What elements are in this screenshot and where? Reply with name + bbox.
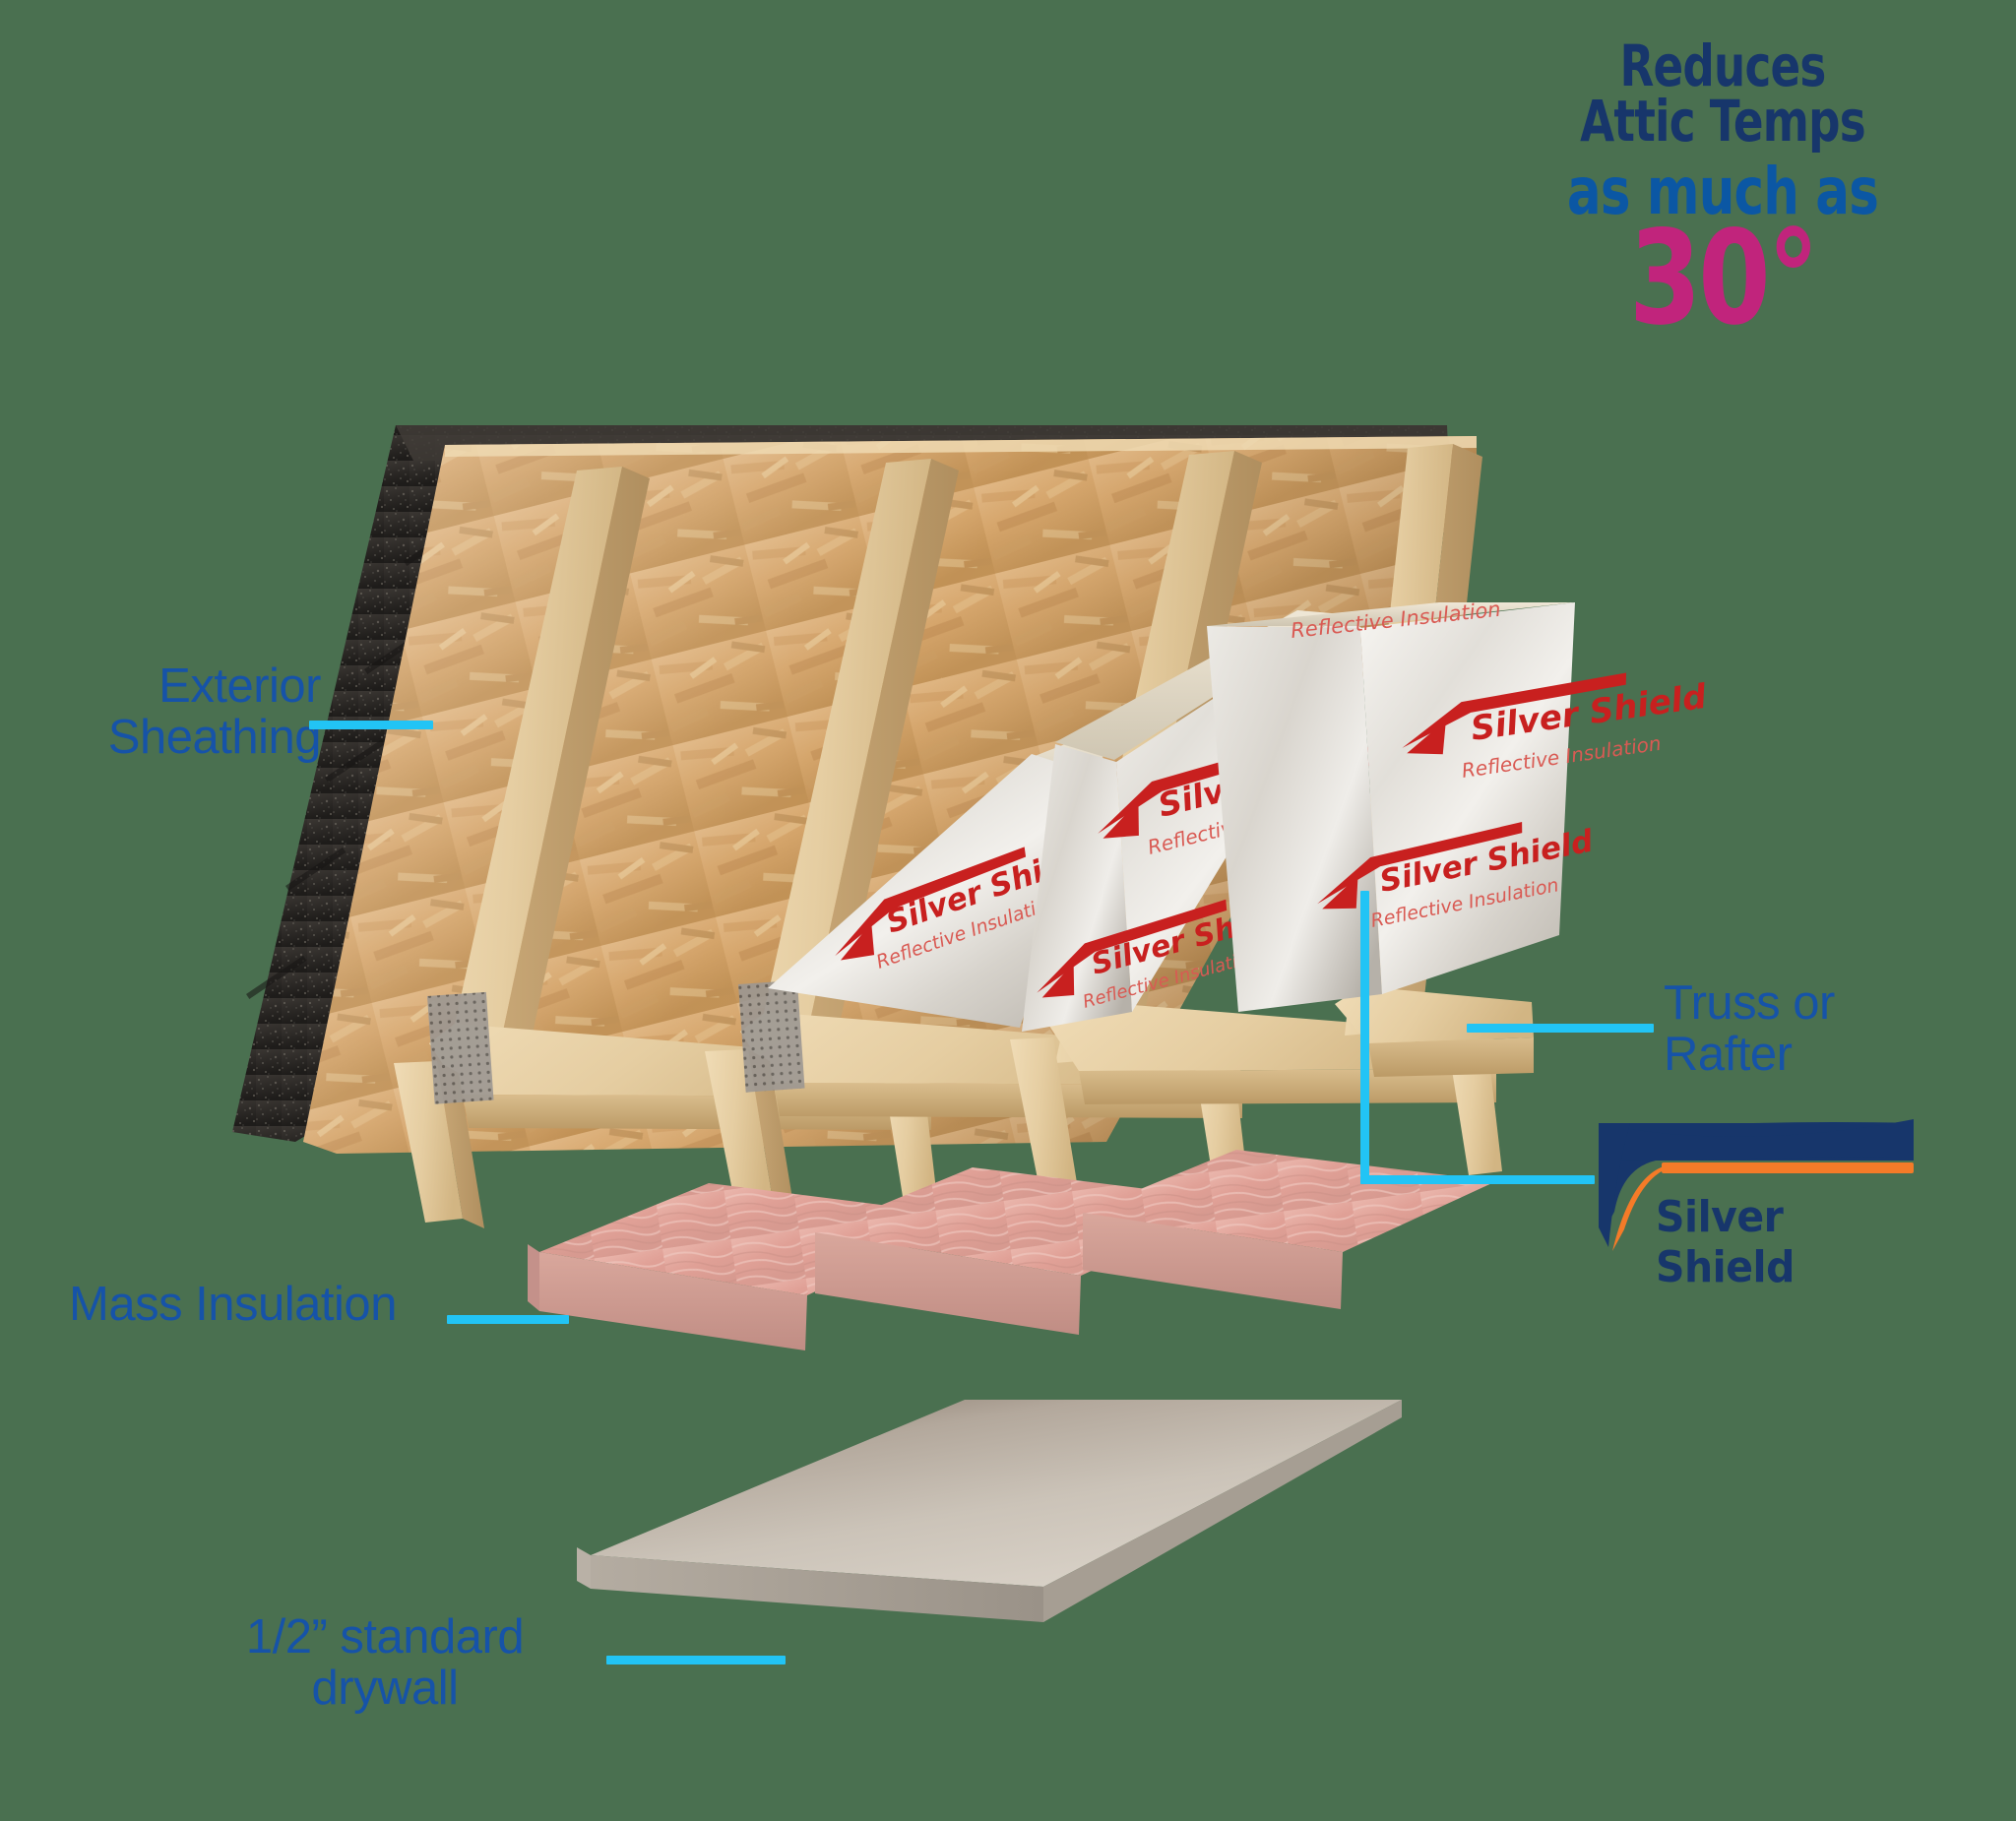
callout-label-truss-or-rafter: Truss or Rafter <box>1664 976 1835 1081</box>
headline-line-2: Attic Temps <box>1580 87 1866 155</box>
product-swoosh <box>835 847 1027 957</box>
layer-mass-insulation <box>528 1150 1496 1350</box>
headline-line-1: Reduces <box>1619 32 1826 99</box>
leader-line-silver-shield-horizontal <box>1360 1175 1595 1184</box>
leader-line-silver-shield-vertical <box>1360 891 1369 1184</box>
brand-logo-wordmark: Silver Shield <box>1656 1192 1795 1292</box>
headline-degrees-value: 30° <box>1628 202 1819 354</box>
leader-line-mass-insulation <box>447 1315 569 1324</box>
headline-line-3: as much as <box>1566 154 1879 230</box>
callout-label-mass-insulation: Mass Insulation <box>69 1278 397 1331</box>
silver-shield-panel-3: Reflective Insulation Silver Shield Refl… <box>1207 597 1710 1012</box>
callout-label-exterior-sheathing: Exterior Sheathing <box>107 659 322 764</box>
leader-line-standard-drywall <box>606 1656 786 1664</box>
headline-block: Reduces Attic Temps as much as 30° <box>1457 32 1988 354</box>
silver-shield-logo-mark <box>1599 1119 1914 1251</box>
layer-drywall <box>577 1400 1402 1622</box>
leader-line-exterior-sheathing <box>309 721 433 729</box>
leader-line-truss-or-rafter <box>1467 1024 1654 1033</box>
callout-label-standard-drywall: 1/2” standard drywall <box>245 1610 525 1715</box>
silver-shield-brand-logo[interactable]: Silver Shield <box>1597 1117 1941 1292</box>
mass-insulation-batt-3 <box>1083 1150 1496 1309</box>
